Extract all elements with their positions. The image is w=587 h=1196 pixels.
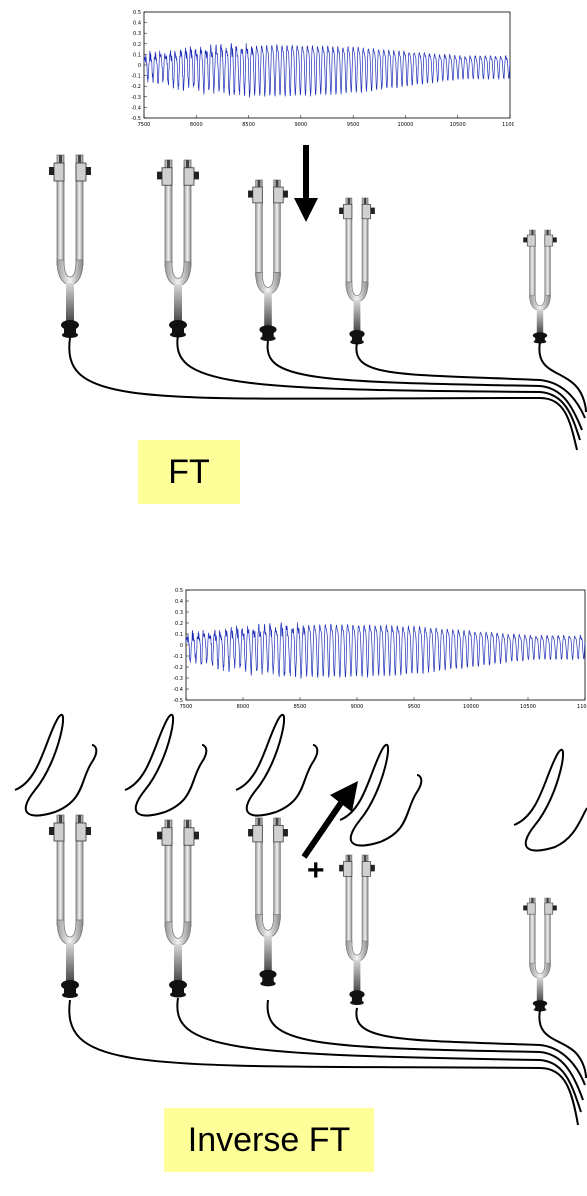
- waveform-line: [185, 622, 586, 679]
- x-tick-label: 9000: [351, 704, 364, 710]
- y-tick-label: 0.2: [175, 621, 183, 627]
- y-tick-label: -0.2: [131, 84, 141, 90]
- top-waveform-svg: 0.5 0.4 0.3 0.2 0.1 0 -0.1 -0.2 -0.3 -0.4 -0.57500…: [131, 10, 514, 128]
- x-tick-label: 10500: [450, 122, 466, 128]
- sine-waves: [14, 714, 587, 852]
- tuning-fork-10: [522, 897, 558, 1012]
- y-tick-label: 0.5: [175, 588, 183, 594]
- inverse-ft-label: Inverse FT: [164, 1108, 374, 1172]
- y-tick-label: 0.4: [175, 599, 183, 605]
- x-tick-label: 7500: [180, 704, 193, 710]
- y-tick-label: 0.3: [175, 610, 183, 616]
- y-tick-label: 0: [138, 63, 141, 69]
- bottom-waveform-svg: 0.5 0.4 0.3 0.2 0.1 0 -0.1 -0.2 -0.3 -0.4 -0.57500…: [173, 588, 587, 710]
- x-tick-label: 9500: [347, 122, 360, 128]
- tuning-fork-1: [48, 154, 92, 339]
- plus-sign: +: [307, 854, 325, 887]
- tuning-fork-4: [338, 197, 376, 345]
- y-tick-label: -0.1: [173, 654, 183, 660]
- down-arrow-icon: [294, 145, 318, 222]
- y-tick-label: -0.4: [173, 687, 183, 693]
- top-wires: [68, 334, 587, 451]
- y-tick-label: -0.5: [131, 116, 141, 122]
- x-tick-label: 8500: [294, 704, 307, 710]
- x-tick-label: 10500: [520, 704, 536, 710]
- y-tick-label: 0: [180, 643, 183, 649]
- bottom-wires: [68, 997, 587, 1126]
- x-tick-label: 8000: [190, 122, 203, 128]
- x-tick-label: 10000: [397, 122, 413, 128]
- y-tick-label: 0.1: [175, 632, 183, 638]
- y-tick-label: 0.4: [133, 21, 141, 27]
- tuning-fork-9: [338, 854, 376, 1006]
- tuning-fork-5: [522, 229, 558, 344]
- x-tick-label: 9500: [408, 704, 421, 710]
- x-tick-label: 9000: [294, 122, 307, 128]
- y-tick-label: 0.5: [133, 10, 141, 16]
- y-tick-label: -0.3: [173, 676, 183, 682]
- tuning-fork-6: [48, 814, 92, 999]
- tuning-fork-3: [247, 179, 289, 342]
- y-tick-label: 0.1: [133, 52, 141, 58]
- y-tick-label: -0.5: [173, 698, 183, 704]
- tuning-fork-8: [247, 817, 289, 987]
- x-tick-label: 10000: [463, 704, 479, 710]
- x-tick-label: 8000: [237, 704, 250, 710]
- ft-label: FT: [138, 440, 240, 504]
- y-tick-label: -0.2: [173, 665, 183, 671]
- tuning-fork-2: [156, 159, 200, 339]
- diagonal-arrow-icon: [301, 781, 358, 859]
- x-tick-label: 7500: [138, 122, 151, 128]
- waveform-line: [143, 43, 511, 98]
- x-tick-label: 8500: [242, 122, 255, 128]
- tuning-fork-7: [156, 819, 200, 999]
- y-tick-label: 0.3: [133, 31, 141, 37]
- y-tick-label: -0.1: [131, 74, 141, 80]
- y-tick-label: 0.2: [133, 42, 141, 48]
- y-tick-label: -0.3: [131, 95, 141, 101]
- y-tick-label: -0.4: [131, 105, 141, 111]
